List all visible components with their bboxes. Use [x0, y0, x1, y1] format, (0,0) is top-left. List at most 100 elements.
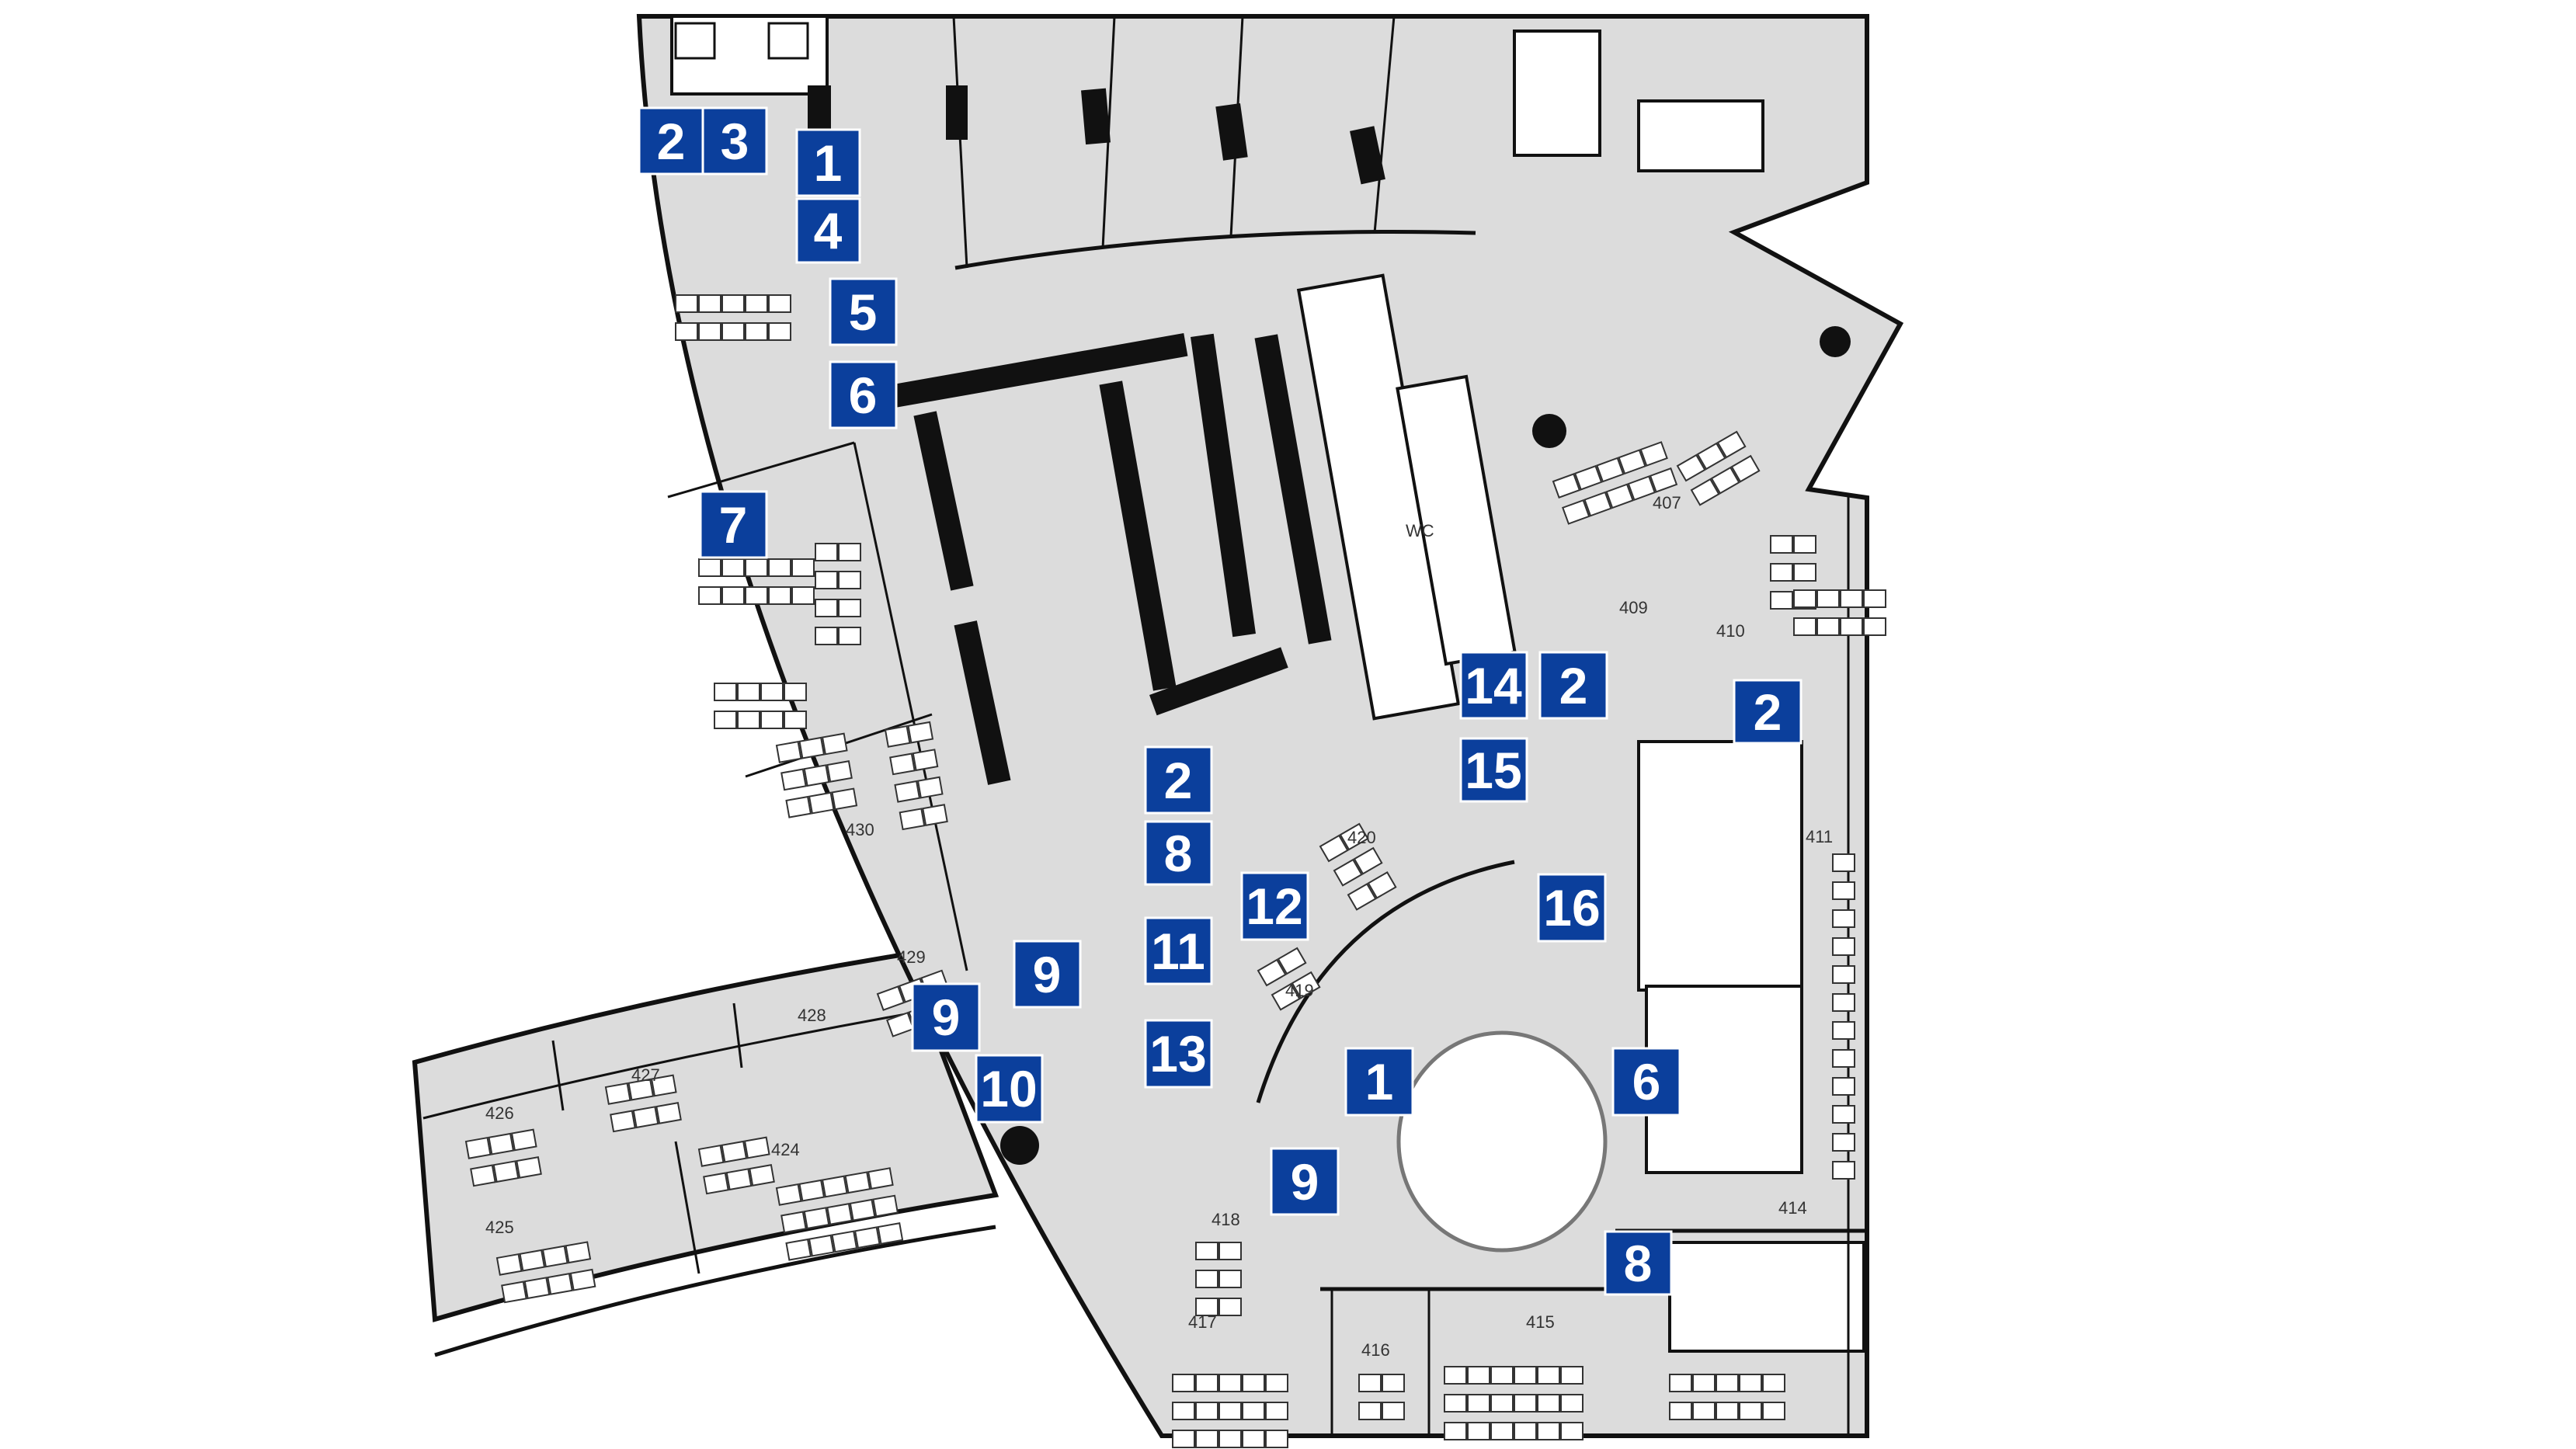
- room-label: 420: [1347, 828, 1376, 847]
- desk: [604, 1082, 631, 1105]
- marker-9[interactable]: 9: [1270, 1147, 1340, 1216]
- desk: [1560, 1394, 1583, 1413]
- svg-text:1: 1: [814, 134, 843, 192]
- marker-8[interactable]: 8: [1604, 1230, 1673, 1296]
- marker-7[interactable]: 7: [699, 490, 768, 559]
- room-label: 426: [485, 1103, 514, 1123]
- desk: [1560, 1422, 1583, 1440]
- desk: [1195, 1242, 1218, 1260]
- desk: [1467, 1422, 1490, 1440]
- desk: [808, 791, 835, 815]
- desk: [1195, 1298, 1218, 1316]
- svg-text:8: 8: [1164, 825, 1193, 882]
- svg-text:2: 2: [1559, 657, 1588, 714]
- room-label: 417: [1188, 1312, 1217, 1332]
- marker-2[interactable]: 2: [1144, 745, 1213, 815]
- desk: [1537, 1394, 1560, 1413]
- desk: [675, 322, 698, 341]
- desk: [1710, 466, 1740, 495]
- desk: [1562, 499, 1590, 525]
- desk-cluster: [1172, 1374, 1288, 1448]
- marker-15[interactable]: 15: [1459, 737, 1528, 803]
- marker-16[interactable]: 16: [1537, 873, 1607, 943]
- desk: [867, 1167, 894, 1190]
- desk-cluster: [1793, 589, 1886, 636]
- desk-cluster: [604, 1074, 682, 1133]
- marker-3[interactable]: 3: [701, 106, 768, 175]
- marker-11[interactable]: 11: [1144, 916, 1213, 985]
- marker-14[interactable]: 14: [1459, 651, 1528, 720]
- desk: [775, 1183, 802, 1206]
- desk: [838, 543, 861, 561]
- marker-8[interactable]: 8: [1144, 820, 1213, 886]
- marker-1[interactable]: 1: [795, 128, 861, 197]
- desk: [784, 711, 807, 729]
- desk: [1444, 1394, 1467, 1413]
- desk: [815, 571, 838, 589]
- svg-text:10: 10: [980, 1060, 1037, 1117]
- desk: [1649, 467, 1678, 493]
- marker-1[interactable]: 1: [1344, 1047, 1414, 1117]
- marker-6[interactable]: 6: [1611, 1047, 1681, 1117]
- desk: [780, 1211, 807, 1234]
- desk: [1514, 1366, 1537, 1385]
- desk: [650, 1074, 677, 1097]
- desk-clusters: [464, 294, 1886, 1448]
- marker-9[interactable]: 9: [911, 982, 981, 1052]
- desk: [1353, 846, 1383, 875]
- desk: [1552, 473, 1581, 499]
- marker-5[interactable]: 5: [829, 277, 898, 346]
- desk: [798, 1179, 826, 1202]
- svg-text:6: 6: [1632, 1053, 1661, 1110]
- room-label: 429: [897, 947, 926, 967]
- desk: [907, 721, 934, 744]
- desk: [569, 1268, 596, 1291]
- desk: [1739, 1402, 1762, 1420]
- desk: [912, 749, 939, 772]
- desk: [775, 740, 802, 763]
- desk: [721, 586, 745, 605]
- desk: [703, 1172, 729, 1195]
- svg-text:7: 7: [719, 496, 748, 554]
- marker-6[interactable]: 6: [829, 360, 898, 429]
- desk-cluster: [1319, 822, 1397, 911]
- desk: [876, 985, 906, 1011]
- marker-4[interactable]: 4: [795, 197, 861, 264]
- marker-12[interactable]: 12: [1240, 871, 1309, 941]
- svg-text:5: 5: [849, 283, 878, 341]
- desk: [1358, 1374, 1382, 1392]
- desk: [745, 322, 768, 341]
- desk: [1490, 1394, 1514, 1413]
- desk: [1730, 454, 1761, 483]
- svg-text:4: 4: [814, 202, 843, 259]
- desk: [1832, 993, 1855, 1012]
- desk-cluster: [698, 558, 815, 605]
- desk: [1596, 457, 1625, 483]
- marker-2[interactable]: 2: [1538, 651, 1608, 720]
- desk-cluster: [1358, 1374, 1405, 1420]
- marker-10[interactable]: 10: [975, 1054, 1044, 1124]
- room-label: 416: [1361, 1340, 1390, 1360]
- desk: [1490, 1422, 1514, 1440]
- desk: [886, 1011, 915, 1037]
- desk: [492, 1160, 520, 1183]
- svg-text:14: 14: [1465, 657, 1522, 714]
- desk: [872, 1194, 899, 1218]
- desk: [495, 1253, 523, 1276]
- marker-2[interactable]: 2: [1733, 679, 1803, 745]
- desk: [1627, 475, 1656, 502]
- room-label: 414: [1778, 1198, 1807, 1218]
- desk-cluster: [1195, 1242, 1242, 1316]
- desk: [1257, 958, 1287, 987]
- desk: [826, 760, 853, 783]
- marker-13[interactable]: 13: [1144, 1019, 1213, 1089]
- desk: [698, 322, 721, 341]
- marker-2[interactable]: 2: [638, 106, 704, 175]
- desk-cluster: [884, 721, 948, 831]
- marker-9[interactable]: 9: [1013, 940, 1082, 1009]
- desk: [632, 1106, 659, 1129]
- desk: [1863, 617, 1886, 636]
- desk: [1490, 1366, 1514, 1385]
- desk: [1696, 442, 1726, 471]
- desk: [1514, 1422, 1537, 1440]
